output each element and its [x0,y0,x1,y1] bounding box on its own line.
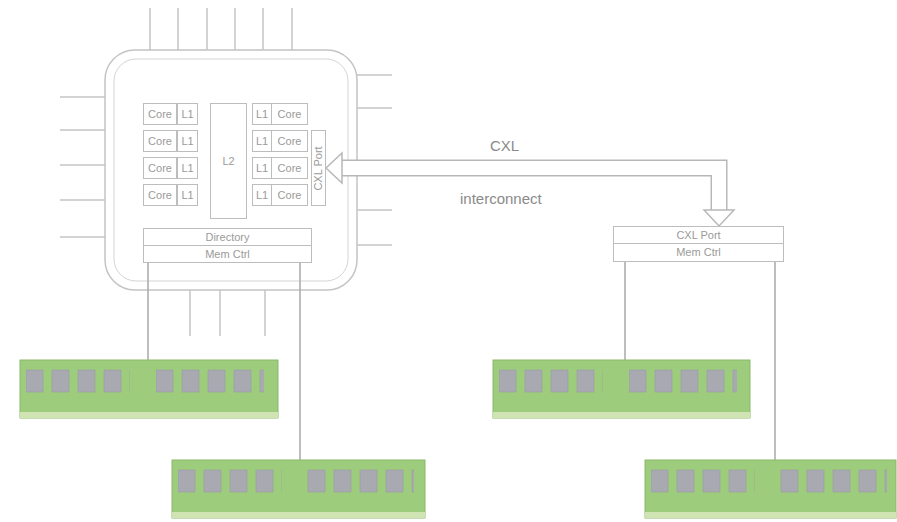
box-label: L1 [181,109,193,120]
component-box: Mem Ctrl [613,243,784,262]
component-box: CXL Port [613,226,784,244]
interconnect-arrow [326,153,734,226]
box-label: Core [278,136,302,147]
arrow-head [704,210,734,226]
component-box: L1 [252,157,272,179]
component-box: Directory [143,228,312,246]
component-box: L1 [177,157,198,179]
box-label: Directory [205,232,249,243]
component-box: L2 [210,103,247,219]
component-box: Mem Ctrl [143,245,312,263]
box-label: L1 [256,190,268,201]
dimm [172,460,425,518]
component-box: L1 [252,130,272,152]
component-box: Core [143,184,177,206]
dimm [20,360,278,418]
box-label: L1 [181,136,193,147]
component-box: Core [143,157,177,179]
box-label: Core [148,163,172,174]
memory-wires [148,262,775,462]
component-box: Core [271,130,308,152]
box-label: Core [278,163,302,174]
box-label: L1 [181,163,193,174]
box-label: CXL Port [313,146,324,190]
box-label: Core [148,136,172,147]
box-label: Core [278,109,302,120]
box-label: L1 [181,190,193,201]
box-label: Core [148,190,172,201]
component-box: L1 [177,130,198,152]
component-box: L1 [252,184,272,206]
box-label: Mem Ctrl [205,249,250,260]
arrow-outline [342,168,719,210]
component-box: CXL Port [311,130,326,206]
arrow-body [342,168,719,210]
arrow-head [326,153,342,183]
chip-package [105,50,357,290]
connection-label: interconnect [458,191,544,208]
chip-die [114,59,348,281]
component-box: Core [143,130,177,152]
component-box: Core [271,103,308,125]
box-label: L1 [256,136,268,147]
dimm-modules [20,360,896,518]
box-label: CXL Port [676,230,720,241]
component-box: Core [271,157,308,179]
dimm [645,460,896,518]
box-label: Core [278,190,302,201]
component-box: Core [143,103,177,125]
component-box: Core [271,184,308,206]
component-box: L1 [252,103,272,125]
box-label: Core [148,109,172,120]
chip-pins [60,8,392,336]
component-box: L1 [177,103,198,125]
connection-label: CXL [488,138,521,155]
component-box: L1 [177,184,198,206]
box-label: L1 [256,163,268,174]
box-label: Mem Ctrl [676,247,721,258]
box-label: L2 [222,156,234,167]
dimm [493,360,750,418]
box-label: L1 [256,109,268,120]
